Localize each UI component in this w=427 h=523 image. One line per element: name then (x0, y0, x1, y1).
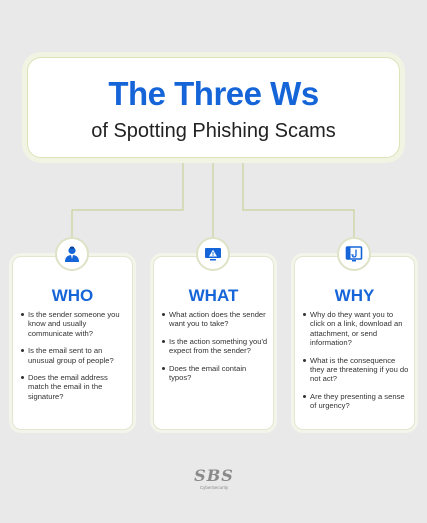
person-icon (55, 237, 89, 271)
card-title-what: WHAT (188, 286, 239, 305)
list-item: What action does the sender want you to … (162, 310, 269, 329)
list-item: Is the sender someone you know and usual… (21, 310, 128, 338)
card-title-who: WHO (51, 286, 94, 305)
card-who: WHO Is the sender someone you know and u… (12, 256, 133, 430)
list-item: What is the consequence they are threate… (303, 356, 410, 384)
connector-why (242, 158, 355, 238)
card-why: WHY Why do they want you to click on a l… (294, 256, 415, 430)
list-item: Is the email sent to an unusual group of… (21, 346, 128, 365)
list-item: Is the action something you'd expect fro… (162, 337, 269, 356)
warning-monitor-icon (196, 237, 230, 271)
title-box: The Three Ws of Spotting Phishing Scams (27, 57, 400, 158)
card-list-who: Is the sender someone you know and usual… (21, 310, 128, 409)
connector-who (71, 158, 184, 238)
phishing-screen-icon (337, 237, 371, 271)
list-item: Why do they want you to click on a link,… (303, 310, 410, 348)
list-item: Does the email contain typos? (162, 364, 269, 383)
card-list-why: Why do they want you to click on a link,… (303, 310, 410, 419)
page-title: The Three Ws (108, 75, 319, 112)
sbs-logo: SBS CyberSecurity (184, 468, 244, 491)
list-item: Does the email address match the email i… (21, 373, 128, 401)
logo-wordmark: SBS (194, 466, 234, 485)
card-what: WHAT What action does the sender want yo… (153, 256, 274, 430)
logo-tagline: CyberSecurity (199, 485, 229, 490)
card-title-why: WHY (334, 286, 375, 305)
page-subtitle: of Spotting Phishing Scams (91, 120, 336, 142)
list-item: Are they presenting a sense of urgency? (303, 392, 410, 411)
card-list-what: What action does the sender want you to … (162, 310, 269, 390)
